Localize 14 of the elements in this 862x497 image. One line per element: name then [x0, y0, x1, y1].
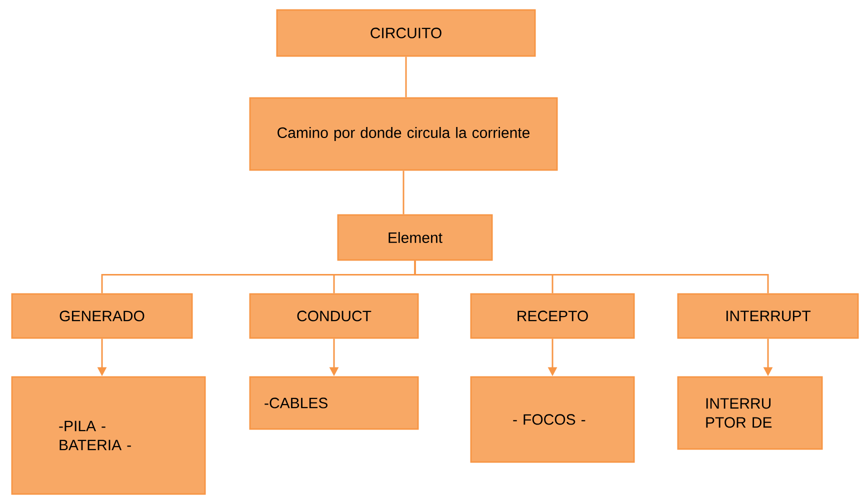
category-box: GENERADO: [11, 293, 193, 339]
title-box: CIRCUITO: [276, 9, 536, 57]
list-box: -CABLES: [249, 376, 419, 430]
category-box: INTERRUPT: [677, 293, 859, 339]
connector: [414, 260, 769, 294]
category-box: RECEPTO: [470, 293, 635, 339]
list-box: - FOCOS -: [470, 376, 635, 463]
definition-box: Camino por donde circula la corriente: [249, 97, 558, 171]
list-box: INTERRU PTOR DE: [677, 376, 823, 450]
list-box: -PILA -BATERIA -: [11, 376, 206, 495]
category-box: Element: [337, 214, 493, 261]
connector: [405, 56, 407, 98]
connector: [402, 170, 404, 214]
category-box: CONDUCT: [249, 293, 419, 339]
